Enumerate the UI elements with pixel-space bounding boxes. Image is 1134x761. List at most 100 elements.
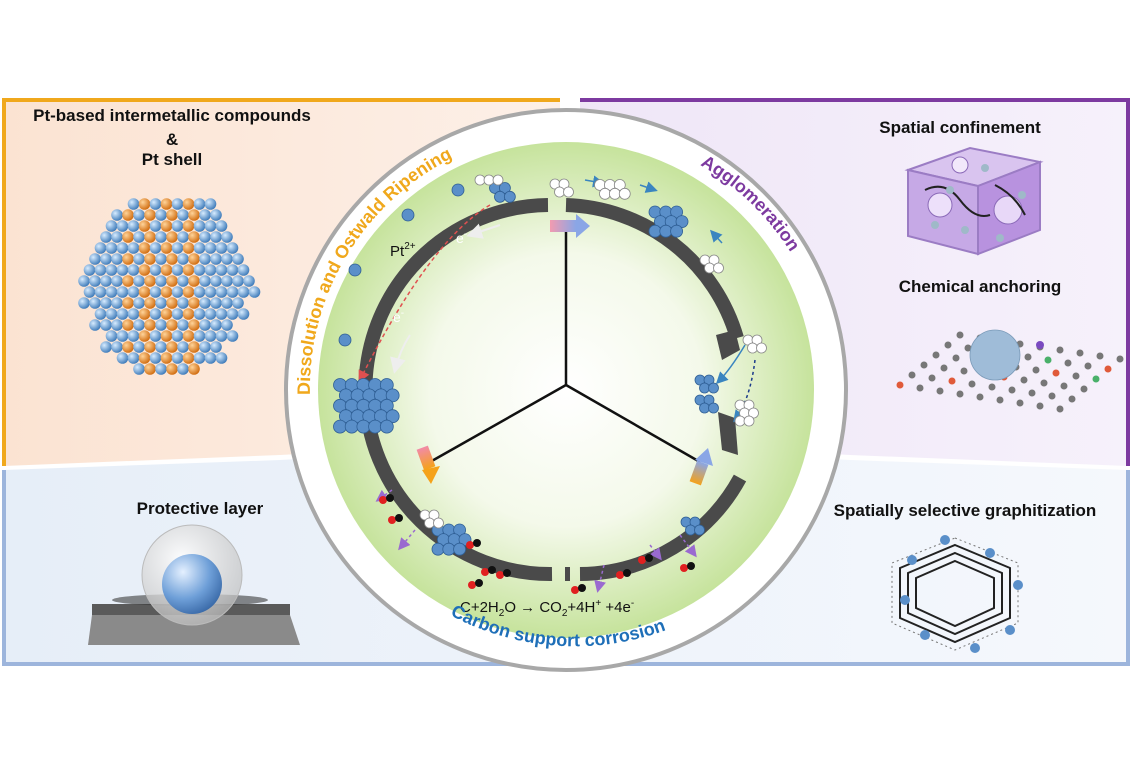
atom — [188, 341, 200, 353]
atom — [155, 231, 167, 243]
atom — [160, 242, 173, 254]
atom — [89, 319, 101, 331]
oxygen-atom — [468, 581, 476, 589]
atom — [177, 253, 189, 265]
carbon-atom — [475, 579, 483, 587]
svg-text:e-: e- — [393, 308, 404, 325]
atom — [215, 352, 228, 364]
atom — [171, 198, 184, 210]
atom — [122, 209, 134, 221]
oxygen-atom — [481, 568, 489, 576]
atom — [138, 352, 151, 364]
atom — [182, 308, 195, 320]
atom — [138, 308, 151, 320]
graphene-atom — [1040, 379, 1048, 387]
central-circle — [284, 108, 848, 672]
dopant-atom — [1036, 341, 1044, 349]
atom — [127, 286, 140, 298]
atom — [100, 297, 112, 309]
graphene-atom — [1076, 349, 1084, 357]
graphene-atom — [920, 361, 928, 369]
atom — [149, 264, 162, 276]
atom — [210, 231, 222, 243]
pt-atom — [431, 542, 445, 556]
atom — [138, 198, 151, 210]
pt-atom — [453, 523, 467, 537]
flow-arrows — [358, 175, 756, 593]
atom — [105, 330, 118, 342]
atom — [221, 253, 233, 265]
atom — [111, 341, 123, 353]
atom — [232, 275, 244, 287]
atom — [188, 363, 200, 375]
pt-atom — [751, 334, 763, 346]
pt-atom — [385, 409, 400, 424]
graphene-atom — [1068, 395, 1076, 403]
atom — [133, 363, 145, 375]
ion-label: Pt2+ — [390, 241, 416, 260]
atom — [133, 209, 145, 221]
electron-label-1: e- — [456, 229, 467, 246]
pt-atom — [699, 382, 710, 394]
atom — [188, 275, 200, 287]
graphene-atom — [1020, 376, 1028, 384]
atom — [210, 209, 222, 221]
atom — [226, 264, 239, 276]
atom — [204, 264, 217, 276]
atom — [199, 209, 211, 221]
graphitization-title: Spatially selective graphitization — [833, 501, 1097, 520]
atom — [133, 275, 145, 287]
intermetallic-title-line3: Pt shell — [141, 150, 203, 169]
atom — [166, 341, 178, 353]
atom — [149, 220, 162, 232]
graphene-atom — [916, 384, 924, 392]
atom — [111, 297, 123, 309]
atom — [171, 220, 184, 232]
atom — [155, 297, 167, 309]
atom — [166, 363, 178, 375]
atom — [221, 231, 233, 243]
atom — [127, 220, 140, 232]
graphene-atom — [976, 393, 984, 401]
atom — [160, 220, 173, 232]
pt-atom — [756, 342, 767, 354]
pt-atom — [689, 516, 701, 528]
pt-atom — [379, 419, 394, 434]
atom — [100, 341, 112, 353]
atom — [193, 330, 206, 342]
atom — [204, 286, 217, 298]
atom — [138, 220, 151, 232]
pt-atom — [474, 174, 486, 186]
atom — [226, 308, 239, 320]
atom — [144, 297, 156, 309]
atom — [111, 209, 123, 221]
atom — [138, 242, 151, 254]
atom — [193, 198, 206, 210]
atom — [232, 297, 244, 309]
graphene-atom — [932, 351, 940, 359]
atom — [193, 242, 206, 254]
atom — [193, 308, 206, 320]
atom — [149, 198, 162, 210]
pt-atom — [494, 190, 506, 203]
graphene-atom — [1064, 359, 1072, 367]
atom — [221, 275, 233, 287]
pt-atom — [379, 378, 394, 392]
atom — [204, 330, 217, 342]
atom — [177, 275, 189, 287]
pt-atom — [670, 205, 683, 219]
atom — [83, 264, 96, 276]
pt-atom — [648, 224, 662, 238]
pt-atom — [498, 182, 511, 194]
atom — [149, 352, 162, 364]
graphene-atom — [1056, 405, 1064, 413]
graphene-atom — [1096, 352, 1104, 360]
atom — [116, 264, 129, 276]
atom — [182, 264, 195, 276]
graphene-atom — [956, 331, 964, 339]
electron-label-2: e- — [393, 308, 404, 325]
graphene-atom — [1048, 392, 1056, 400]
atom — [122, 253, 134, 265]
atom — [144, 275, 156, 287]
atom — [122, 319, 134, 331]
